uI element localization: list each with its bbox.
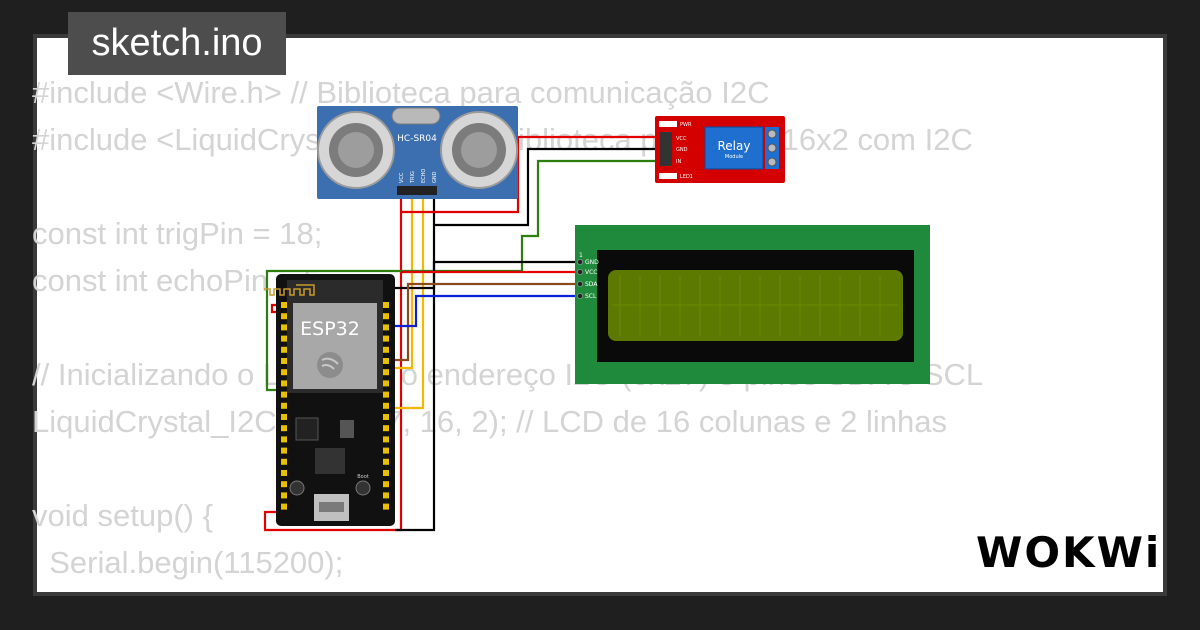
esp32-board[interactable]: ESP32 Boot — [264, 274, 395, 526]
relay-label: Relay — [718, 139, 751, 153]
code-line: const int trigPin = 18; — [32, 216, 323, 251]
esp32-pin — [281, 391, 287, 398]
wire-brown — [385, 282, 580, 362]
esp32-pin — [383, 492, 389, 499]
relay-sublabel: Module — [725, 154, 743, 160]
esp32-label: ESP32 — [300, 318, 360, 340]
esp32-pin — [281, 425, 287, 432]
esp32-pin — [383, 324, 389, 331]
code-line: #include <Wire.h> // Biblioteca para com… — [32, 75, 770, 110]
lcd-display[interactable]: 1 GND VCC SDA SCL — [575, 225, 930, 384]
sensor-pin-label: TRIG — [410, 171, 416, 184]
esp32-pin — [281, 380, 287, 387]
esp32-pin — [383, 369, 389, 376]
esp32-pin — [281, 481, 287, 488]
esp32-boot-label: Boot — [357, 474, 369, 480]
esp32-pin — [281, 447, 287, 454]
relay-pin-label: VCC — [676, 136, 687, 142]
esp32-pin — [383, 503, 389, 510]
esp32-pin — [383, 481, 389, 488]
wire-black — [434, 147, 663, 227]
esp32-pin — [281, 358, 287, 364]
lcd-pin-label: SCL — [585, 293, 597, 300]
esp32-pin — [281, 414, 287, 420]
esp32-pin — [383, 346, 389, 353]
wokwi-logo: WOKWi — [976, 528, 1162, 577]
esp32-pin — [383, 447, 389, 454]
esp32-pin — [383, 380, 389, 387]
code-line: void setup() { — [32, 498, 213, 533]
esp32-pin — [281, 369, 287, 376]
lcd-pin-header-label: 1 — [579, 252, 583, 259]
esp32-pin — [383, 335, 389, 342]
ultrasonic-sensor[interactable]: HC-SR04 VCC TRIG ECHO GND — [317, 106, 518, 199]
sensor-pin-label: VCC — [399, 172, 405, 183]
lcd-pin-label: GND — [585, 259, 599, 266]
esp32-pin — [383, 391, 389, 398]
relay-pin-label: IN — [676, 159, 681, 165]
esp32-pin — [383, 313, 389, 320]
esp32-pin — [383, 436, 389, 443]
wire-yellow — [385, 195, 425, 410]
esp32-pin — [383, 458, 389, 465]
wire-green — [265, 159, 663, 392]
esp32-pin — [281, 436, 287, 443]
esp32-pin — [281, 470, 287, 476]
lcd-pin-label: SDA — [585, 281, 598, 288]
file-name-badge: sketch.ino — [68, 12, 286, 75]
esp32-pin — [281, 492, 287, 499]
esp32-pin — [281, 324, 287, 331]
esp32-pin — [281, 335, 287, 342]
relay-pin-label: GND — [676, 147, 688, 153]
esp32-pin — [383, 358, 389, 364]
esp32-pin — [281, 346, 287, 353]
wire-red — [263, 195, 403, 532]
esp32-pin — [383, 425, 389, 432]
esp32-pin — [281, 503, 287, 510]
esp32-pin — [383, 470, 389, 476]
sensor-pin-label: GND — [432, 171, 438, 183]
esp32-pin — [281, 458, 287, 465]
wire-black — [395, 195, 436, 532]
sensor-label: HC-SR04 — [397, 134, 437, 144]
relay-led-label: PWR — [680, 122, 692, 128]
esp32-pin — [383, 402, 389, 409]
code-line: Serial.begin(115200); — [32, 545, 344, 580]
esp32-pin — [281, 313, 287, 320]
wire-blue — [385, 294, 580, 336]
esp32-pin — [281, 402, 287, 409]
esp32-pin — [281, 302, 287, 308]
relay-module[interactable]: PWR LED1 VCC GND IN Relay Module — [655, 116, 785, 183]
wire-red — [270, 303, 276, 314]
sensor-pin-label: ECHO — [421, 169, 427, 183]
lcd-pin-label: VCC — [585, 269, 597, 276]
esp32-pin — [383, 414, 389, 420]
relay-led-label: LED1 — [680, 174, 693, 180]
esp32-pin-headers — [281, 302, 389, 510]
esp32-pin — [383, 302, 389, 308]
